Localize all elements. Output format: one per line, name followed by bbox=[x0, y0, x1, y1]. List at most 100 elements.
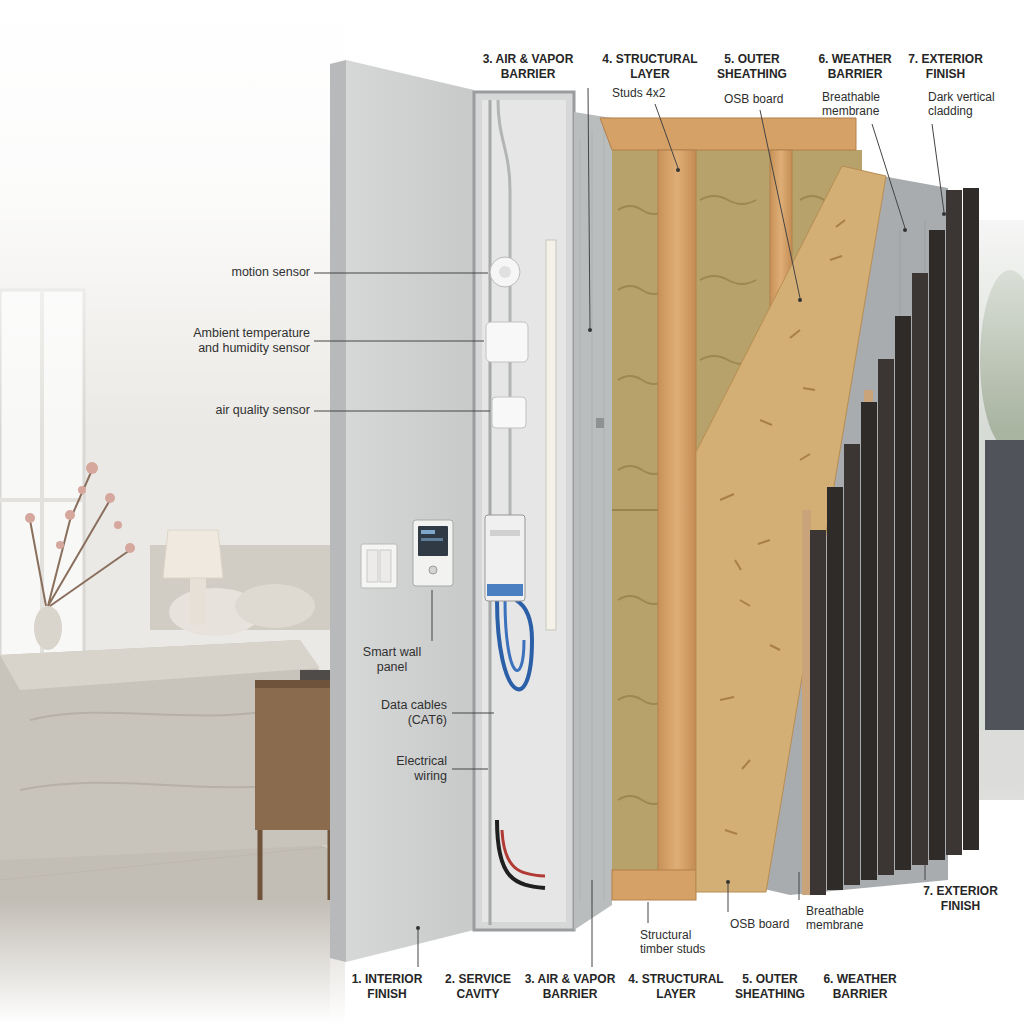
light-switch bbox=[380, 550, 391, 582]
service-cavity bbox=[497, 600, 532, 689]
interior-finish-board bbox=[330, 60, 346, 962]
interior-finish-board bbox=[330, 60, 474, 962]
smart-panel-device bbox=[413, 520, 453, 586]
cable-callout: Data cables (CAT6) bbox=[367, 698, 447, 728]
leader-lines bbox=[655, 104, 678, 168]
bedroom-background bbox=[255, 680, 335, 830]
leader-dots bbox=[416, 168, 946, 930]
leader-lines bbox=[872, 124, 905, 228]
sensor-callout: motion sensor bbox=[160, 265, 310, 280]
interior-finish-board bbox=[346, 60, 474, 962]
cladding-boards bbox=[810, 188, 979, 895]
bedroom-background bbox=[0, 0, 345, 1024]
layer-heading: 3. AIR & VAPOR BARRIER bbox=[478, 52, 578, 82]
smart-panel-device bbox=[421, 538, 443, 541]
bedroom-background bbox=[30, 470, 130, 606]
service-cavity bbox=[498, 100, 510, 515]
leader-lines bbox=[418, 930, 419, 967]
bedroom-background bbox=[190, 575, 206, 625]
bedroom-background bbox=[163, 530, 223, 578]
bedroom-background bbox=[78, 486, 86, 494]
part-label: Dark vertical cladding bbox=[928, 90, 1010, 118]
leader-lines bbox=[799, 872, 800, 900]
leader-lines bbox=[314, 273, 488, 274]
smart-panel-device bbox=[418, 526, 448, 556]
vapor-barrier bbox=[596, 418, 604, 428]
part-label: OSB board bbox=[724, 92, 794, 106]
leader-lines bbox=[728, 884, 729, 912]
service-cavity bbox=[490, 530, 520, 536]
bedroom-background bbox=[125, 543, 135, 553]
bedroom-background bbox=[114, 521, 122, 529]
timber-frame bbox=[658, 150, 696, 880]
layer-heading: 4. STRUCTURAL LAYER bbox=[626, 972, 726, 1002]
cladding-battens bbox=[802, 510, 811, 895]
layer-heading: 1. INTERIOR FINISH bbox=[342, 972, 432, 1002]
service-cavity bbox=[499, 266, 511, 278]
bedroom-background bbox=[0, 0, 345, 1024]
leader-lines bbox=[314, 341, 484, 342]
service-cavity bbox=[489, 100, 492, 515]
cladding-boards bbox=[912, 273, 928, 865]
osb-sheathing bbox=[696, 166, 886, 892]
sensor-callout: air quality sensor bbox=[160, 403, 310, 418]
light-switch bbox=[361, 544, 397, 588]
service-cavity bbox=[474, 92, 574, 930]
leader-lines bbox=[452, 769, 488, 770]
bedroom-background bbox=[56, 541, 64, 549]
bedroom-background bbox=[65, 510, 75, 520]
service-cavity bbox=[485, 515, 525, 601]
leader-lines bbox=[588, 88, 590, 328]
part-label: Breathable membrane bbox=[806, 904, 881, 932]
timber-frame bbox=[600, 118, 856, 150]
vapor-barrier bbox=[580, 125, 604, 905]
leader-dots bbox=[798, 298, 802, 302]
cladding-boards bbox=[946, 190, 962, 855]
layer-heading: 6. WEATHER BARRIER bbox=[819, 972, 901, 1002]
bedroom-background bbox=[0, 0, 345, 430]
osb-sheathing bbox=[696, 166, 886, 892]
vapor-barrier bbox=[574, 112, 612, 930]
cladding-boards bbox=[878, 359, 894, 875]
osb-sheathing bbox=[720, 220, 845, 834]
cladding-boards bbox=[844, 444, 860, 885]
leader-lines bbox=[314, 411, 490, 412]
leader-dots bbox=[942, 212, 946, 216]
service-cavity bbox=[489, 600, 492, 925]
part-label: Breathable membrane bbox=[822, 90, 897, 118]
leader-dots bbox=[588, 328, 592, 332]
service-cavity bbox=[490, 257, 520, 287]
bedroom-background bbox=[235, 584, 315, 628]
service-cavity bbox=[492, 397, 526, 428]
bedroom-background bbox=[105, 493, 115, 503]
layer-heading: 2. SERVICE CAVITY bbox=[438, 972, 518, 1002]
layer-heading: 6. WEATHER BARRIER bbox=[814, 52, 896, 82]
layer-heading: 7. EXTERIOR FINISH bbox=[903, 52, 988, 82]
insulation bbox=[612, 509, 658, 511]
layer-heading: 5. OUTER SHEATHING bbox=[730, 972, 810, 1002]
service-cavity bbox=[497, 820, 545, 888]
bedroom-background bbox=[0, 498, 84, 502]
service-cavity bbox=[474, 92, 574, 930]
cladding-boards bbox=[963, 188, 979, 850]
part-label: OSB board bbox=[730, 917, 800, 931]
bedroom-background bbox=[300, 670, 332, 680]
leader-lines bbox=[932, 124, 944, 212]
part-label: Structural timber studs bbox=[640, 928, 722, 956]
sensor-callout: Ambient temperature and humidity sensor bbox=[180, 326, 310, 356]
outdoor-background bbox=[985, 440, 1024, 730]
outdoor-background bbox=[960, 0, 1024, 1024]
leader-dots bbox=[416, 926, 420, 930]
leader-dots bbox=[903, 228, 907, 232]
leader-dots bbox=[676, 168, 680, 172]
part-label: Studs 4x2 bbox=[612, 86, 682, 100]
cladding-boards bbox=[895, 316, 911, 870]
smart-panel-device bbox=[413, 520, 453, 586]
smart-panel-device bbox=[429, 566, 437, 574]
cladding-battens bbox=[802, 278, 926, 895]
light-switch bbox=[367, 550, 378, 582]
leader-lines bbox=[592, 880, 593, 967]
